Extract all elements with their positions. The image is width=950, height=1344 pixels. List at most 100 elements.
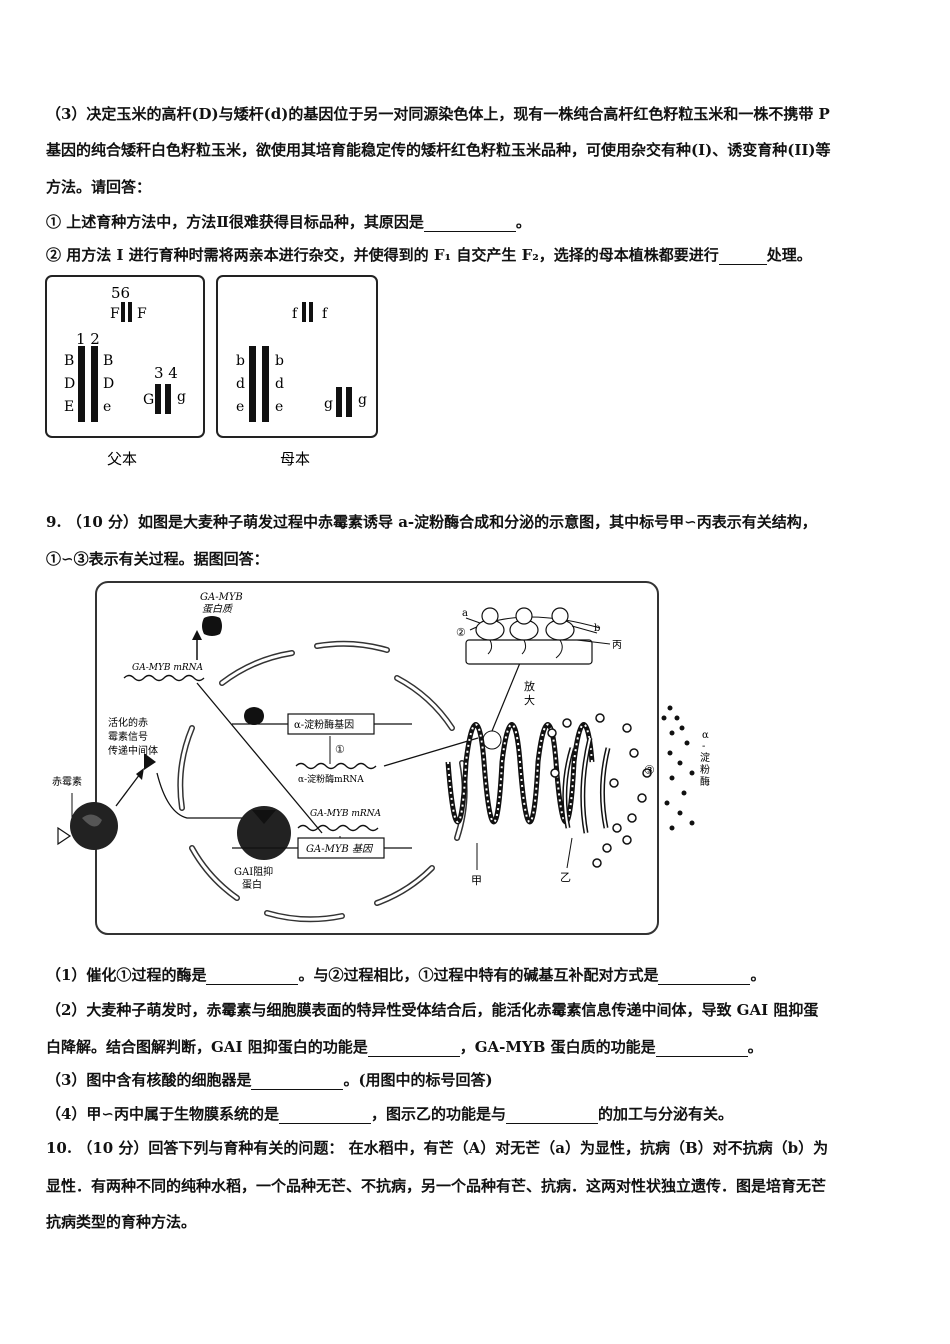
mother-f-left: f <box>292 306 299 322</box>
q8-sub2-end: 处理。 <box>766 246 812 264</box>
father-f-right: F <box>137 306 147 322</box>
gene: b <box>275 353 284 369</box>
step1-label: ① <box>335 743 345 756</box>
inset-peptides <box>487 639 563 659</box>
q9-intro-line2: ①∽③表示有关过程。据图回答： <box>46 550 269 568</box>
pointer-line <box>571 625 598 634</box>
amylase-label: α-淀粉酶 <box>700 730 710 788</box>
arrow <box>156 772 247 819</box>
enlarge-label: 放大 <box>524 679 535 707</box>
answer-blank[interactable] <box>718 248 767 265</box>
answer-blank[interactable] <box>279 1107 372 1124</box>
secreted-amylase-dots <box>661 705 695 831</box>
pointer-line <box>566 837 573 869</box>
father-num-12: 1 2 <box>76 330 100 348</box>
q8-sub2-text: ② 用方法 I 进行育种时需将两亲本进行杂交，并使得到的 F₁ 自交产生 F₂，… <box>46 246 719 264</box>
chromosome <box>346 387 352 417</box>
chromosome <box>336 387 342 417</box>
chromosome-figure: 56 F F 1 2 B D E B D e 3 4 G g f f b d e… <box>45 275 378 468</box>
q8-sub2: ② 用方法 I 进行育种时需将两亲本进行杂交，并使得到的 F₁ 自交产生 F₂，… <box>46 245 812 265</box>
q9-q1: （1）催化①过程的酶是。与②过程相比，①过程中特有的碱基互补配对方式是。 <box>46 965 765 985</box>
q8-p3-line3: 方法。请回答： <box>46 178 152 196</box>
activated-label: 活化的赤霉素信号传递中间体 <box>108 716 158 757</box>
arrow <box>196 682 323 834</box>
gene: d <box>236 376 245 392</box>
chromosome <box>249 346 256 422</box>
chromatid <box>121 302 125 322</box>
chromosome <box>165 384 171 414</box>
ga-myb-mrna-top: GA-MYB mRNA <box>132 663 204 673</box>
q10-line3: 抗病类型的育种方法。 <box>46 1213 197 1231</box>
gene: D <box>64 376 75 392</box>
pointer-line <box>576 639 611 645</box>
gene: g <box>177 389 186 405</box>
answer-blank[interactable] <box>367 1040 460 1057</box>
q9-q4: （4）甲∽丙中属于生物膜系统的是，图示乙的功能是与的加工与分泌有关。 <box>46 1104 733 1124</box>
chromosome <box>78 346 85 422</box>
a-label: a <box>462 608 468 619</box>
gene: e <box>103 399 111 415</box>
receptor-detail <box>82 814 102 827</box>
gene: B <box>64 353 74 369</box>
father-num-34: 3 4 <box>154 364 178 382</box>
inset-er-membrane <box>465 639 593 665</box>
jia-label: 甲 <box>471 874 482 887</box>
answer-blank[interactable] <box>251 1073 344 1090</box>
amylase-gene-label: α-淀粉酶基因 <box>294 718 354 731</box>
father-num-56: 56 <box>111 284 130 302</box>
q10-line2: 显性．有两种不同的纯种水稻，一个品种无芒、不抗病，另一个品种有芒、抗病．这两对性… <box>46 1177 827 1195</box>
mrna-wave <box>123 674 205 682</box>
q9-q2-line1: （2）大麦种子萌发时，赤霉素与细胞膜表面的特异性受体结合后，能活化赤霉素信息传递… <box>46 1001 819 1019</box>
gene: D <box>103 376 114 392</box>
q8-sub1: ① 上述育种方法中，方法Ⅱ很难获得目标品种，其原因是。 <box>46 212 531 232</box>
answer-blank[interactable] <box>655 1040 748 1057</box>
answer-blank[interactable] <box>206 968 299 985</box>
q10-line1: 10. （10 分）回答下列与育种有关的问题： 在水稻中，有芒（A）对无芒（a）… <box>46 1139 829 1157</box>
q8-sub1-end: 。 <box>515 213 531 231</box>
gene: e <box>236 399 244 415</box>
arrow-head <box>192 630 202 640</box>
q9-intro-line1: 9. （10 分）如图是大麦种子萌发过程中赤霉素诱导 a-淀粉酶合成和分泌的示意… <box>46 512 817 532</box>
intermediate-triangle <box>144 753 156 770</box>
answer-blank[interactable] <box>423 215 516 232</box>
q9-q2-text-a: 白降解。结合图解判断，GAI 阻抑蛋白的功能是 <box>46 1038 368 1056</box>
q9-q4-text: （4）甲∽丙中属于生物膜系统的是 <box>46 1105 280 1123</box>
gene: b <box>236 353 245 369</box>
q9-q1-mid: 。与②过程相比，①过程中特有的碱基互补配对方式是 <box>298 966 659 984</box>
inset-ribosomes <box>475 607 575 641</box>
arrow-head <box>136 768 144 780</box>
vesicles <box>547 713 652 868</box>
arrow <box>115 773 141 807</box>
q9-q2-text-b: ，GA-MYB 蛋白质的功能是 <box>459 1038 656 1056</box>
q9-q4-end: 的加工与分泌有关。 <box>598 1105 734 1123</box>
magnify-circle <box>482 730 502 750</box>
gene: E <box>64 399 74 415</box>
gai-protein <box>237 806 291 860</box>
chromosome <box>91 346 98 422</box>
q9-q1-text: （1）催化①过程的酶是 <box>46 966 207 984</box>
mrna-wave <box>297 824 379 832</box>
ga-myb-protein-shape <box>202 616 222 636</box>
gene: g <box>324 396 333 412</box>
pointer-line <box>465 617 481 624</box>
father-f-left: F <box>110 306 120 322</box>
q9-q2-line2: 白降解。结合图解判断，GAI 阻抑蛋白的功能是 ，GA-MYB 蛋白质的功能是 。 <box>46 1037 763 1057</box>
gene: g <box>358 392 367 408</box>
mother-f-right: f <box>322 306 329 322</box>
mother-label: 母本 <box>280 450 310 468</box>
step2-label: ② <box>456 626 466 639</box>
er-ribosomes <box>447 723 593 823</box>
chromosome <box>155 384 161 414</box>
q9-q3: （3）图中含有核酸的细胞器是。(用图中的标号回答) <box>46 1070 493 1090</box>
answer-blank[interactable] <box>506 1107 599 1124</box>
step3-label: ③ <box>644 763 655 777</box>
gai-label: GAI阻抑蛋白 <box>234 866 273 891</box>
amylase-gene-box <box>287 713 375 735</box>
ga-myb-gene-box <box>297 837 385 859</box>
q9-q2-text-c: 。 <box>747 1038 763 1056</box>
ga-myb-gene-label: GA-MYB 基因 <box>306 843 374 855</box>
chromatid <box>309 302 313 322</box>
gibberellin-triangle <box>57 826 72 846</box>
answer-blank[interactable] <box>658 968 751 985</box>
